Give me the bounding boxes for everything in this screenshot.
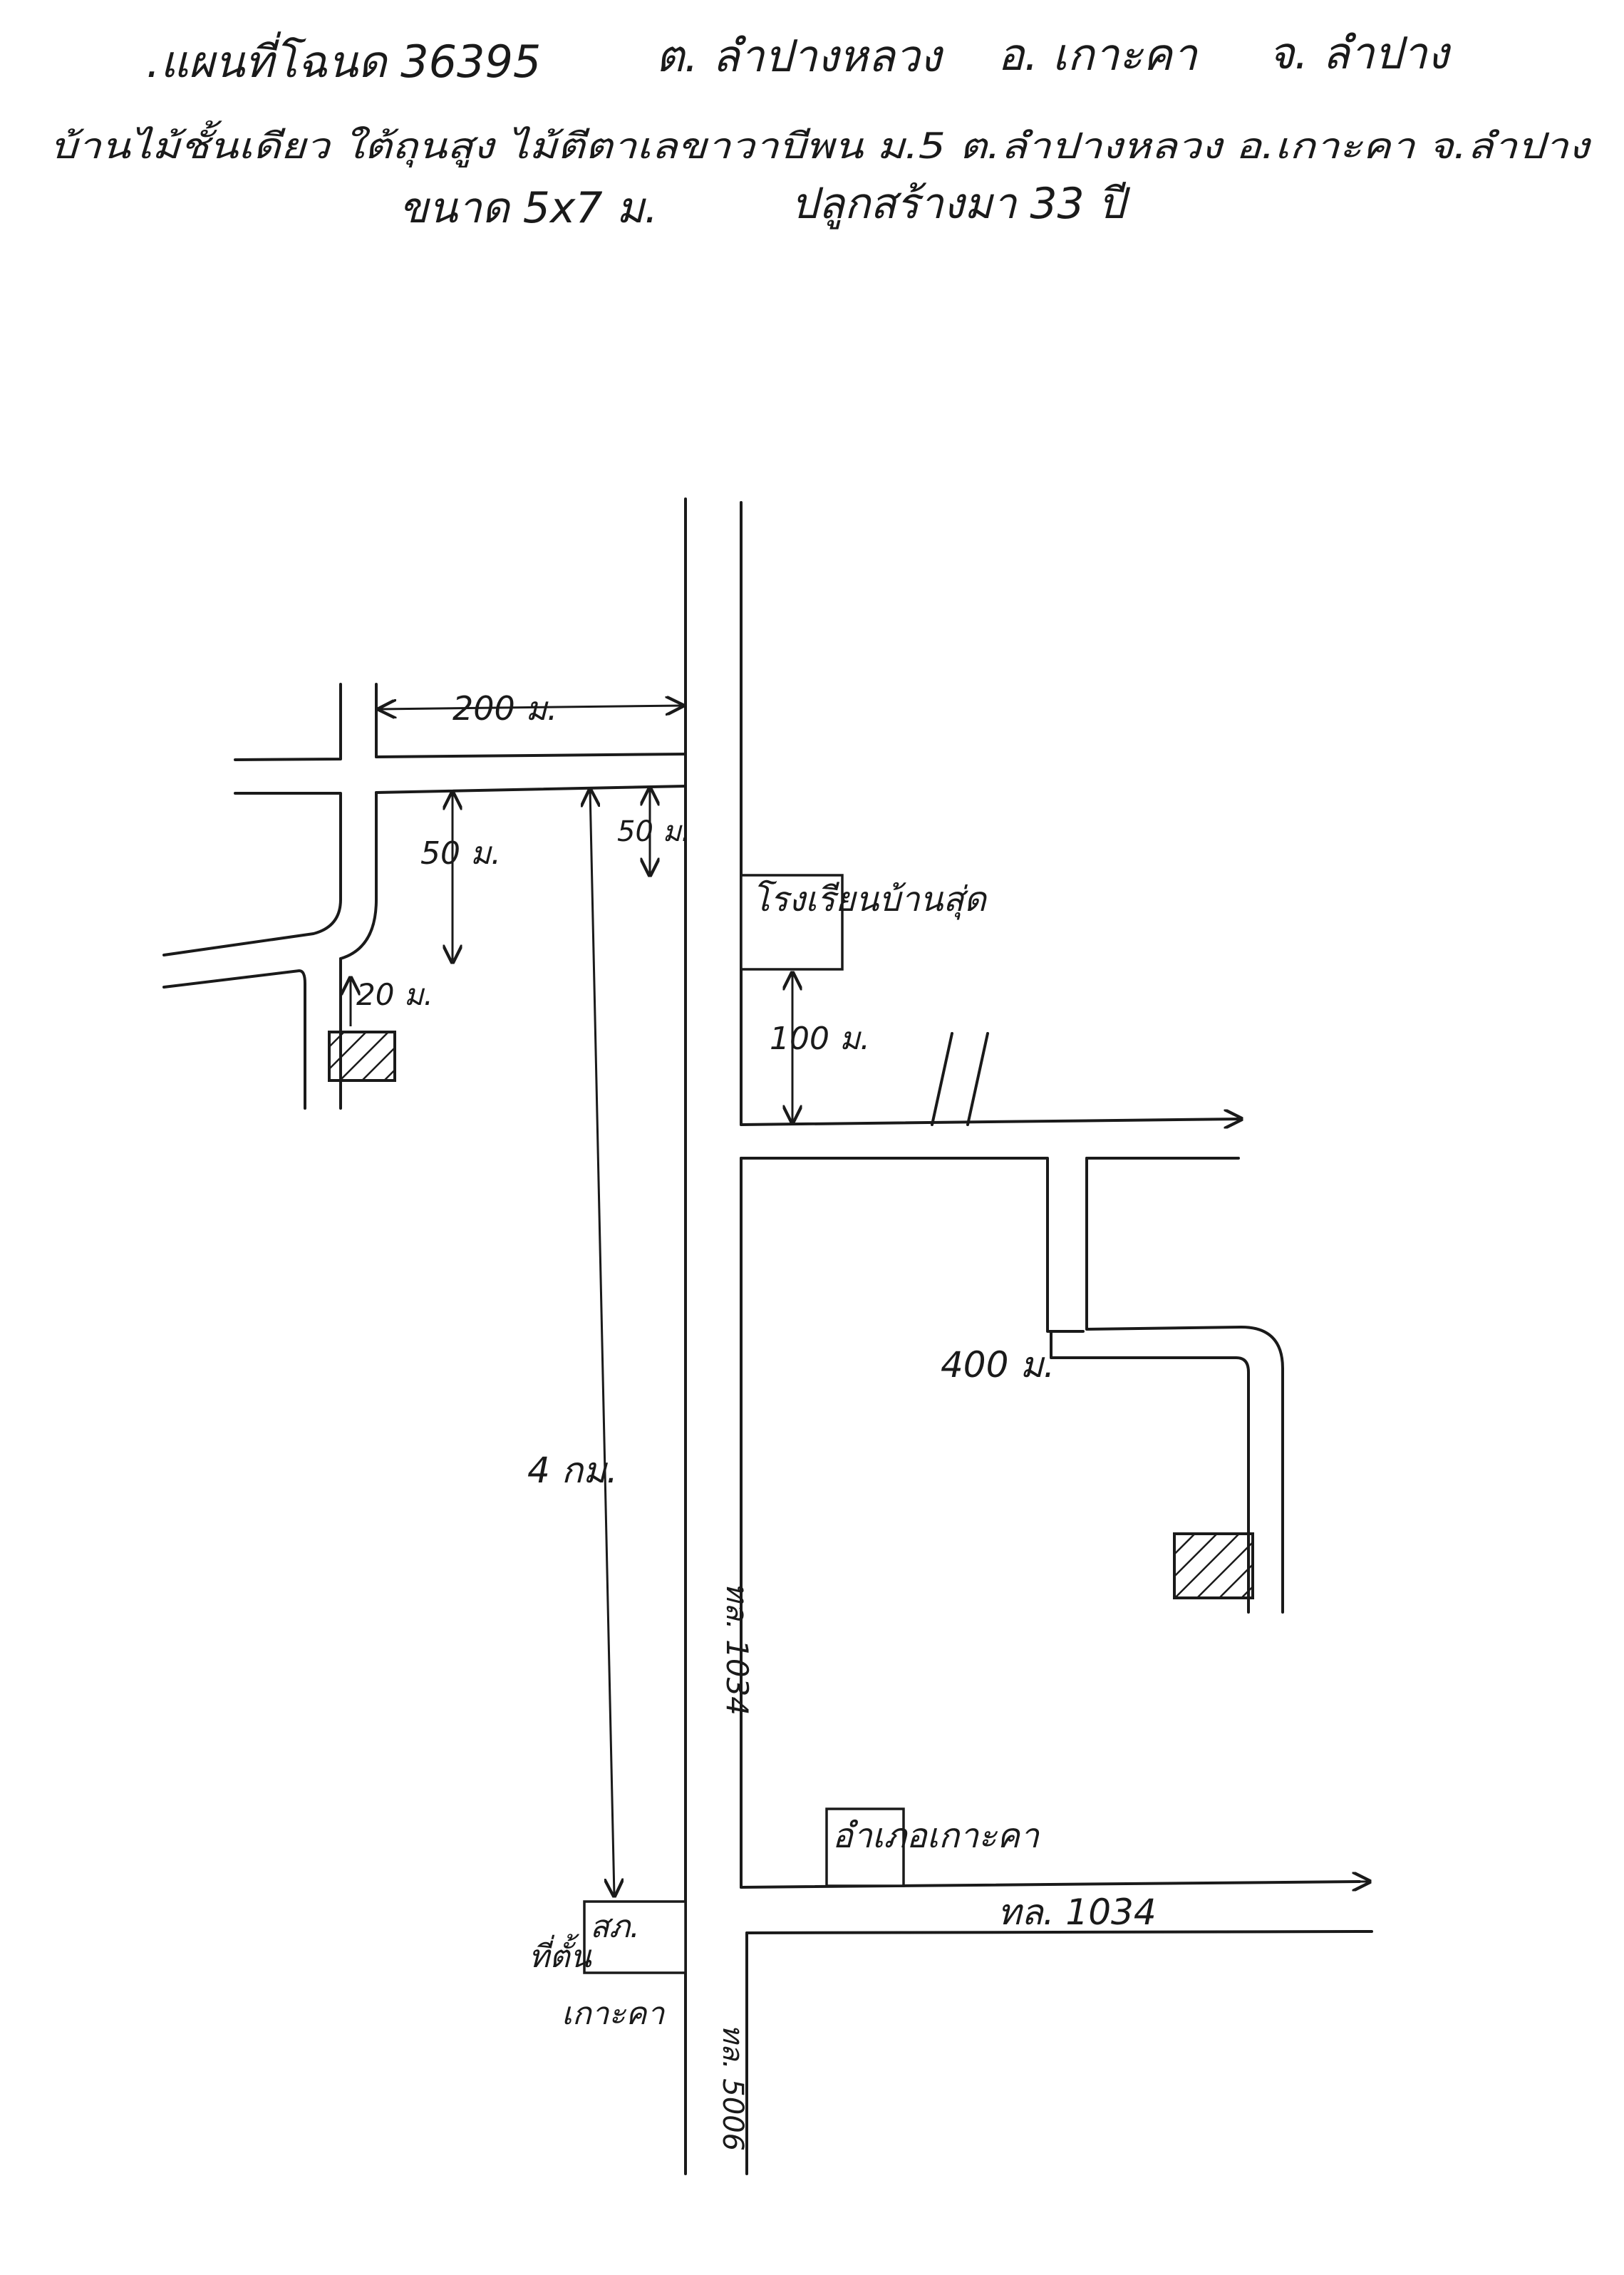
lane-400m-inner bbox=[1050, 1330, 1250, 1614]
roads bbox=[162, 497, 1373, 2175]
lane-400m-outer bbox=[1085, 1157, 1284, 1614]
dim-4km-line bbox=[590, 790, 614, 1896]
dim-200m-line bbox=[379, 706, 683, 709]
label-school: โรงเรียนบ้านสุ่ด bbox=[752, 879, 988, 920]
district-office-box bbox=[825, 1807, 905, 1887]
dimension-lines bbox=[351, 706, 1370, 1896]
header-building-description: บ้านไม้ชั้นเดียว ใต้ถุนสูง ไม้ตีตาเลขาวา… bbox=[50, 120, 1592, 168]
upper-side-road-left-stub bbox=[234, 683, 342, 761]
label-road-1034-vertical: ทล. 1034 bbox=[720, 1582, 755, 1716]
header-district: อ. เกาะคา bbox=[998, 29, 1199, 81]
upper-side-road-curve-right bbox=[339, 791, 378, 960]
label-50m-left: 50 ม. bbox=[420, 835, 501, 872]
label-200m: 200 ม. bbox=[452, 689, 557, 728]
middle-east-road-top bbox=[740, 1118, 1241, 1126]
label-road-1034-horizontal: ทล. 1034 bbox=[998, 1892, 1157, 1933]
upper-side-road-bottom-edge bbox=[375, 785, 687, 794]
header-subdistrict: ต. ลำปางหลวง bbox=[656, 30, 944, 82]
label-100m: 100 ม. bbox=[770, 1021, 870, 1057]
landmarks bbox=[328, 874, 1254, 1974]
police-station-box bbox=[583, 1900, 687, 1974]
upper-side-road-top-edge bbox=[375, 753, 687, 758]
house-plot-east bbox=[1173, 1532, 1254, 1599]
label-kokha: เกาะคา bbox=[562, 1996, 665, 2032]
header-size: ขนาด 5x7 ม. bbox=[399, 183, 658, 233]
middle-east-lane-north-2 bbox=[966, 1032, 989, 1126]
label-police: สภ. bbox=[590, 1909, 640, 1945]
upper-side-road-left-bottom bbox=[162, 792, 342, 956]
label-road-5006: ทล. 5006 bbox=[716, 2024, 749, 2151]
house-plot-west bbox=[328, 1031, 396, 1082]
school-box bbox=[740, 874, 844, 971]
middle-east-road-bottom bbox=[740, 1157, 1085, 1333]
header-plot: .แผนที่โฉนด 36395 bbox=[146, 31, 541, 88]
header-province: จ. ลำปาง bbox=[1268, 27, 1452, 79]
label-20m: 20 ม. bbox=[356, 977, 433, 1012]
label-400m: 400 ม. bbox=[941, 1344, 1055, 1386]
branch-road-west bbox=[162, 969, 306, 1110]
label-district-office: อำเภอเกาะคา bbox=[832, 1816, 1040, 1856]
label-police-station: ที่ตั้น bbox=[529, 1934, 593, 1975]
header: .แผนที่โฉนด 36395 ต. ลำปางหลวง อ. เกาะคา… bbox=[50, 27, 1592, 233]
lower-east-road-bottom bbox=[745, 1930, 1373, 1934]
map-labels: 200 ม. 50 ม. 50 ม. 20 ม. โรงเรียนบ้านสุ่… bbox=[356, 689, 1157, 2151]
header-age: ปลูกสร้างมา 33 ปี bbox=[791, 179, 1131, 229]
label-4km: 4 กม. bbox=[527, 1450, 618, 1491]
label-50m-right: 50 ม. bbox=[617, 815, 691, 848]
middle-east-lane-north-1 bbox=[931, 1032, 953, 1126]
